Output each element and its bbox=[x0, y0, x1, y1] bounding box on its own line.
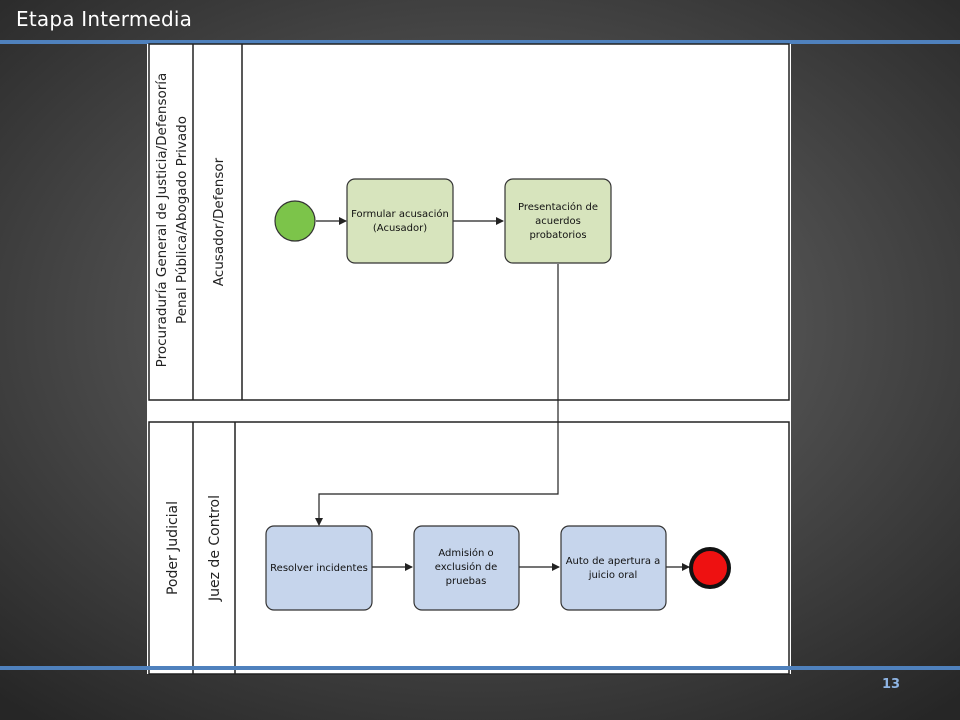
task-resolver-line1: Resolver incidentes bbox=[270, 563, 368, 574]
pool-label-procuraduria-line2: Penal Pública/Abogado Privado bbox=[174, 116, 190, 324]
task-admision-line1: Admisión o bbox=[438, 547, 493, 559]
flow-presentacion-to-resolver bbox=[315, 264, 559, 526]
slide-title: Etapa Intermedia bbox=[16, 7, 193, 31]
task-admision-line2: exclusión de bbox=[435, 561, 497, 573]
task-auto-line2: juicio oral bbox=[588, 570, 638, 581]
lane-label-acusador-defensor: Acusador/Defensor bbox=[211, 157, 227, 286]
pool-label-poder-judicial: Poder Judicial bbox=[165, 501, 181, 595]
task-presentacion-line1: Presentación de bbox=[518, 201, 598, 213]
sequence-flows bbox=[315, 217, 690, 571]
task-resolver-incidentes: Resolver incidentes bbox=[265, 525, 373, 611]
pool-procuraduria: Procuraduría General de Justicia/Defenso… bbox=[148, 43, 790, 401]
task-formular-acusacion: Formular acusación (Acusador) bbox=[346, 178, 454, 264]
title-divider bbox=[0, 40, 960, 44]
pool-label-procuraduria-line1: Procuraduría General de Justicia/Defenso… bbox=[154, 73, 170, 368]
task-admision-exclusion: Admisión o exclusión de pruebas bbox=[413, 525, 520, 611]
task-auto-apertura: Auto de apertura a juicio oral bbox=[560, 525, 667, 611]
task-presentacion-line3: probatorios bbox=[529, 230, 586, 241]
task-formular-line2: (Acusador) bbox=[373, 223, 427, 234]
task-presentacion-line2: acuerdos bbox=[535, 216, 581, 227]
lane-label-juez-de-control: Juez de Control bbox=[207, 495, 223, 602]
pool-poder-judicial: Poder Judicial Juez de Control bbox=[148, 421, 790, 675]
task-admision-line3: pruebas bbox=[446, 576, 487, 587]
task-presentacion-acuerdos: Presentación de acuerdos probatorios bbox=[504, 178, 612, 264]
footer-divider bbox=[0, 666, 960, 670]
task-formular-line1: Formular acusación bbox=[351, 208, 449, 220]
page-number: 13 bbox=[882, 677, 901, 692]
start-event bbox=[274, 200, 316, 242]
task-auto-line1: Auto de apertura a bbox=[566, 556, 661, 567]
end-event bbox=[689, 547, 731, 589]
